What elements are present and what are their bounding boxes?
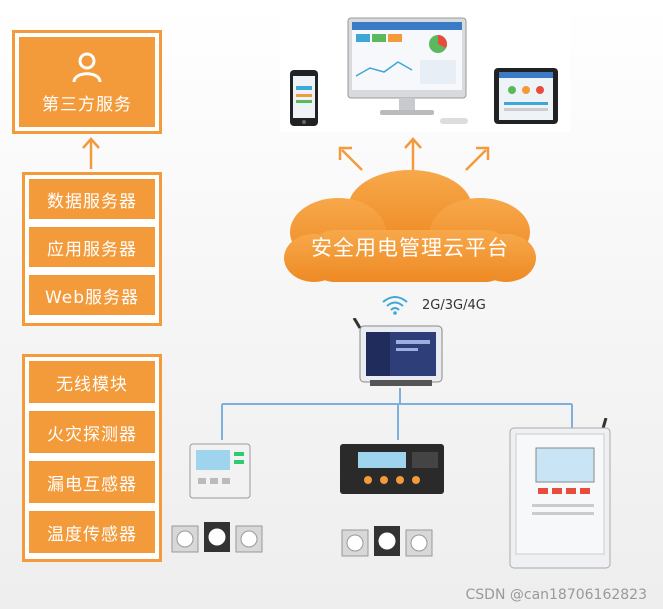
watermark: CSDN @can18706162823 <box>465 587 648 603</box>
cabinet-device <box>509 418 611 569</box>
cloud-arrows <box>338 137 490 171</box>
sensor-item: 火灾探测器 <box>29 411 155 453</box>
gateway-device <box>352 318 443 386</box>
cloud-shape <box>284 170 536 282</box>
cloud-label: 安全用电管理云平台 <box>311 236 509 260</box>
client-devices <box>280 14 570 132</box>
sensor-item: 温度传感器 <box>29 511 155 553</box>
tablet-icon <box>494 68 558 124</box>
arrow-up-left-icon <box>338 146 363 171</box>
transformer-group-left <box>171 522 263 553</box>
server-item: 数据服务器 <box>29 179 155 219</box>
sensor-item: 无线模块 <box>29 361 155 403</box>
server-item: Web服务器 <box>29 275 155 315</box>
phone-icon <box>290 70 318 126</box>
panel-meter-device <box>340 444 444 494</box>
servers-box: 数据服务器 应用服务器 Web服务器 <box>22 172 162 326</box>
wifi-icon <box>382 296 408 315</box>
third-party-box: 第三方服务 <box>12 30 162 134</box>
transformer-group-middle <box>341 526 433 557</box>
arrow-up-right-icon <box>465 146 490 171</box>
arrow-up-icon <box>82 137 100 169</box>
network-label: 2G/3G/4G <box>422 298 486 313</box>
arrow-up-icon <box>404 137 422 170</box>
meter-device <box>189 443 251 499</box>
third-party-panel: 第三方服务 <box>19 37 155 127</box>
sensors-box: 无线模块 火灾探测器 漏电互感器 温度传感器 <box>22 354 162 562</box>
user-icon <box>72 52 102 82</box>
third-party-label: 第三方服务 <box>42 94 132 115</box>
server-item: 应用服务器 <box>29 227 155 267</box>
monitor-icon <box>347 17 468 124</box>
sensor-item: 漏电互感器 <box>29 461 155 503</box>
